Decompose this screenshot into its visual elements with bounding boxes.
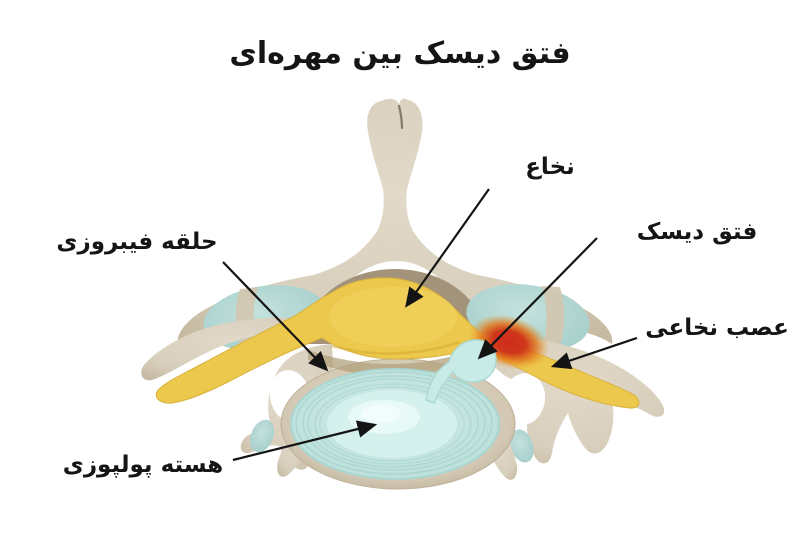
label-spinal-nerve: عصب نخاعی — [645, 315, 789, 341]
label-spinal-cord: نخاع — [525, 154, 575, 180]
spinal-cord-lower-shade — [331, 340, 461, 355]
intervertebral-disc — [290, 368, 500, 480]
label-nucleus-pulposus: هسته پولپوزی — [62, 452, 224, 478]
annulus-ring — [314, 383, 472, 465]
left-inferior-facet-teal — [249, 419, 275, 453]
arrow-disc-herniation — [477, 237, 598, 360]
label-disc-herniation: فتق دیسک — [636, 219, 758, 245]
right-facet-bone-strip — [541, 286, 565, 353]
right-inferior-facet-teal — [510, 429, 534, 463]
nucleus-highlight-core — [361, 405, 401, 423]
annulus-ring — [302, 375, 486, 471]
annulus-ring — [307, 378, 479, 468]
annulus-ring — [295, 371, 493, 475]
label-annulus-fibrosus: حلقه فیبروزی — [56, 229, 218, 255]
arrow-spinal-cord — [405, 188, 490, 308]
page-title: فتق دیسک بین مهره‌ای — [229, 36, 571, 71]
arrow-spinal-nerve — [550, 336, 638, 370]
spinous-process-and-arch — [177, 98, 613, 344]
spinal-cord-highlight — [329, 287, 457, 347]
annotation-arrows — [222, 188, 638, 462]
spinous-process-notch — [397, 104, 404, 130]
arrow-annulus-fibrosus — [222, 261, 329, 372]
annulus-ring — [319, 386, 465, 462]
arrow-nucleus-pulposus — [232, 420, 378, 462]
